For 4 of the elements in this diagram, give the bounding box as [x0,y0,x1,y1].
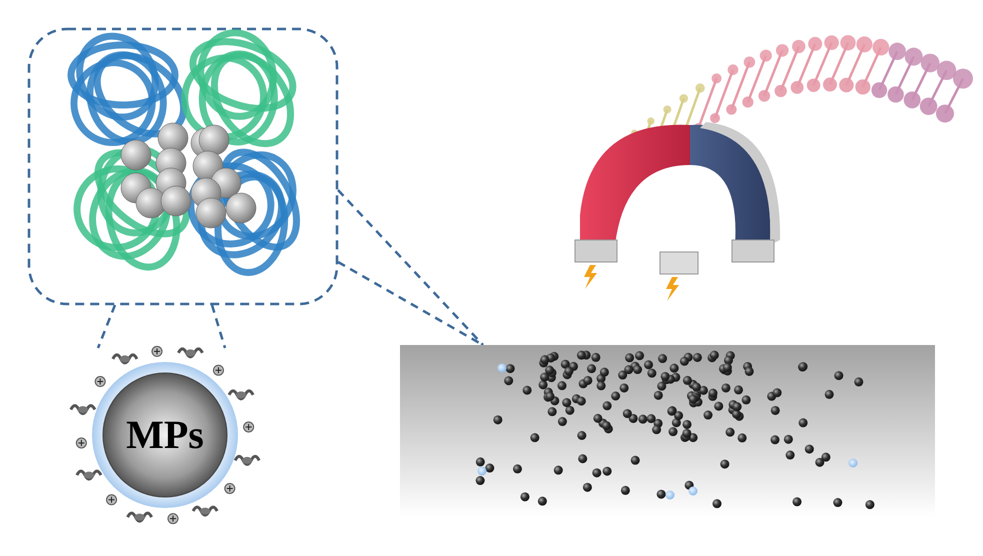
zoom-connector-line [336,188,484,346]
protein-cage-picture [28,28,338,305]
zoom-connector-line [96,304,226,350]
particle-label: MPs [125,415,205,455]
